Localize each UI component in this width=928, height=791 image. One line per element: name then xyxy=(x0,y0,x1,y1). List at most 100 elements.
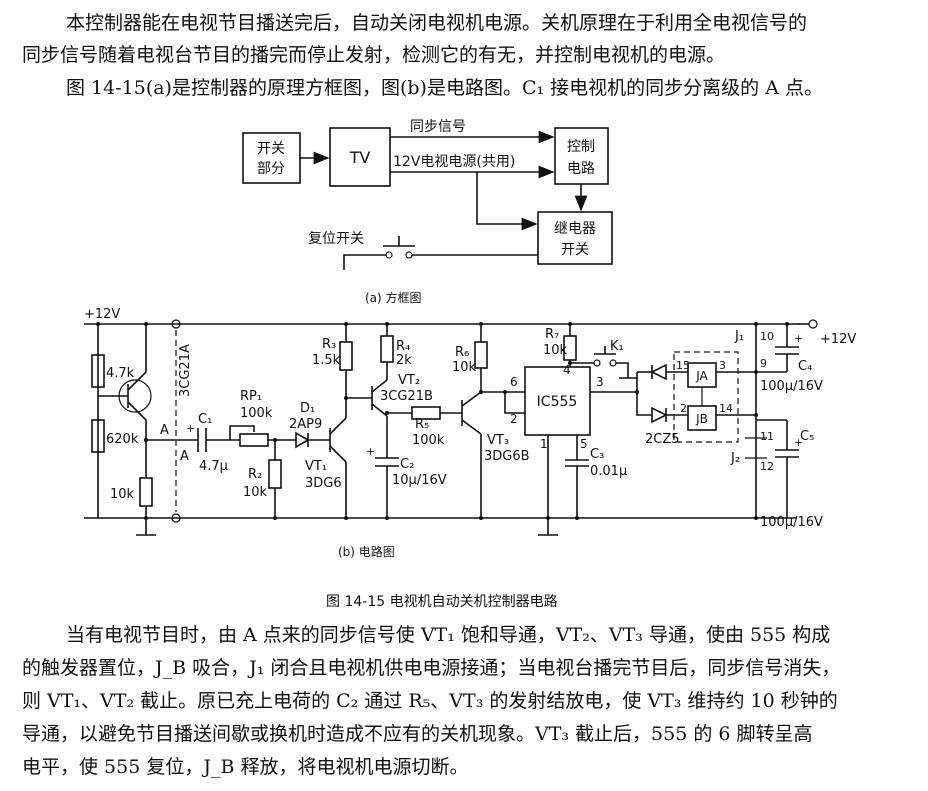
intro-line: 图 14-15(a)是控制器的原理方框图，图(b)是电路图。C₁ 接电视机的同步… xyxy=(66,77,823,99)
c1-value: 4.7μ xyxy=(199,459,228,474)
r-bot-value: 10k xyxy=(110,487,135,502)
intro-line: 同步信号随着电视台节目的播完而停止发射，检测它的有无，并控制电视机的电源。 xyxy=(22,44,726,66)
c2-label: C₂ xyxy=(400,457,414,472)
control-block-label: 电路 xyxy=(567,161,595,177)
ja-label: JA xyxy=(695,369,708,383)
pin-5: 5 xyxy=(580,437,588,451)
relay-enclosure xyxy=(673,351,739,443)
body-line: 电平，使 555 复位，J_B 释放，将电视机电源切断。 xyxy=(22,756,469,778)
vt1-label: VT₁ xyxy=(305,459,327,474)
pin-1: 1 xyxy=(540,437,548,451)
svg-text:+: + xyxy=(366,445,375,458)
resistor-4k7 xyxy=(91,354,105,388)
node-a-bottom: A xyxy=(180,449,189,464)
intro-line: 本控制器能在电视节目播送完后，自动关闭电视机电源。关机原理在于利用全电视信号的 xyxy=(66,12,808,34)
j1-label: J₁ xyxy=(734,329,744,344)
body-line: 则 VT₁、VT₂ 截止。原已充上电荷的 C₂ 通过 R₅、VT₃ 的发射结放电… xyxy=(22,690,838,712)
r3-value: 1.5k xyxy=(312,353,341,368)
vplus-right-label: +12V xyxy=(820,332,856,347)
diode-d1 xyxy=(295,431,310,449)
caption-b: (b) 电路图 xyxy=(338,544,395,559)
c3-label: C₃ xyxy=(590,447,604,462)
ic-555 xyxy=(524,366,591,436)
c4-value: 100μ/16V xyxy=(760,379,823,394)
control-block-label: 控制 xyxy=(567,139,595,155)
diode-2cz5-bottom xyxy=(651,406,668,424)
body-line: 当有电视节目时，由 A 点来的同步信号使 VT₁ 饱和导通，VT₂、VT₃ 导通… xyxy=(66,624,831,646)
relay-block-label: 继电器 xyxy=(554,221,596,237)
vt3-type: 3DG6B xyxy=(484,449,530,464)
power-label: 12V电视电源(共用) xyxy=(393,154,515,170)
tv-block-label: TV xyxy=(349,148,371,167)
r4-label: R₄ xyxy=(396,339,410,354)
rp1-label: RP₁ xyxy=(240,389,262,404)
r7-label: R₇ xyxy=(545,327,559,342)
c2-value: 10μ/16V xyxy=(392,473,447,488)
resistor-620k xyxy=(91,419,105,453)
terminal-10: 10 xyxy=(760,330,774,343)
r2-value: 10k xyxy=(243,485,268,500)
vt2-type: 3CG21B xyxy=(380,389,433,404)
vt3-label: VT₃ xyxy=(487,433,509,448)
c5-value: 100μ/16V xyxy=(760,515,823,530)
svg-text:+: + xyxy=(186,422,195,435)
node-a-top: A xyxy=(160,423,169,438)
vt2-label: VT₂ xyxy=(398,373,420,388)
q-left-type: 3CG21A xyxy=(178,344,193,397)
c1-label: C₁ xyxy=(198,412,212,427)
rp1-value: 100k xyxy=(240,406,273,421)
c4-label: C₄ xyxy=(798,359,812,374)
circuit-diagram: +12V +12V 4.7k 620k 3CG21A 10k A A + C₁ … xyxy=(84,307,856,559)
pin-2: 2 xyxy=(510,412,518,426)
d1-type: 2AP9 xyxy=(289,417,322,432)
vt1-type: 3DG6 xyxy=(305,476,342,491)
terminal-9: 9 xyxy=(760,357,767,370)
r4-value: 2k xyxy=(396,353,412,368)
resistor-10k-left xyxy=(139,477,153,507)
terminal-11: 11 xyxy=(760,430,774,443)
r6-value: 10k xyxy=(452,360,477,375)
resistor-r2 xyxy=(268,459,282,489)
c3-value: 0.01μ xyxy=(590,464,627,479)
resistor-r6 xyxy=(474,341,488,369)
body-line: 导通，以避免节目播送间歇或换机时造成不应有的关机现象。VT₃ 截止后，555 的… xyxy=(22,723,813,745)
diodes-label: 2CZ5 xyxy=(645,432,680,447)
ic-label: IC555 xyxy=(537,394,578,410)
resistor-r3 xyxy=(339,341,353,371)
jb-label: JB xyxy=(695,412,708,426)
r-mid-value: 620k xyxy=(106,432,139,447)
sync-signal-label: 同步信号 xyxy=(410,119,466,135)
pin-4: 4 xyxy=(563,363,571,377)
r6-label: R₆ xyxy=(455,345,469,360)
terminal-2: 2 xyxy=(680,402,687,415)
reset-switch-label: 复位开关 xyxy=(308,230,364,247)
terminal-15: 15 xyxy=(676,359,690,372)
body-line: 的触发器置位，J_B 吸合，J₁ 闭合且电视机供电电源接通；当电视台播完节目后，… xyxy=(22,657,841,679)
r-top-value: 4.7k xyxy=(106,366,135,381)
pin-6: 6 xyxy=(510,375,518,389)
switch-block-label: 开关 xyxy=(257,141,285,157)
d1-label: D₁ xyxy=(300,401,315,416)
switch-block-label: 部分 xyxy=(257,161,285,177)
potentiometer-rp1 xyxy=(239,433,269,447)
r5-value: 100k xyxy=(412,433,445,448)
r2-label: R₂ xyxy=(248,467,262,482)
c5-label: C₅ xyxy=(800,429,814,444)
r5-label: R₅ xyxy=(415,417,429,432)
r3-label: R₃ xyxy=(322,337,336,352)
terminal-12: 12 xyxy=(760,460,774,473)
resistor-r4 xyxy=(380,335,394,363)
vplus-left-label: +12V xyxy=(84,307,120,322)
svg-text:+: + xyxy=(794,436,803,449)
relay-block-label: 开关 xyxy=(561,242,589,258)
terminal-14: 14 xyxy=(719,402,733,415)
caption-a: (a) 方框图 xyxy=(365,290,422,305)
terminal-3: 3 xyxy=(719,359,726,372)
tv-block xyxy=(329,127,391,187)
k1-label: K₁ xyxy=(610,339,624,354)
svg-text:+: + xyxy=(794,332,803,345)
figure-caption: 图 14-15 电视机自动关机控制器电路 xyxy=(326,594,558,610)
j2-label: J₂ xyxy=(730,451,740,466)
diode-2cz5-top xyxy=(650,363,667,381)
